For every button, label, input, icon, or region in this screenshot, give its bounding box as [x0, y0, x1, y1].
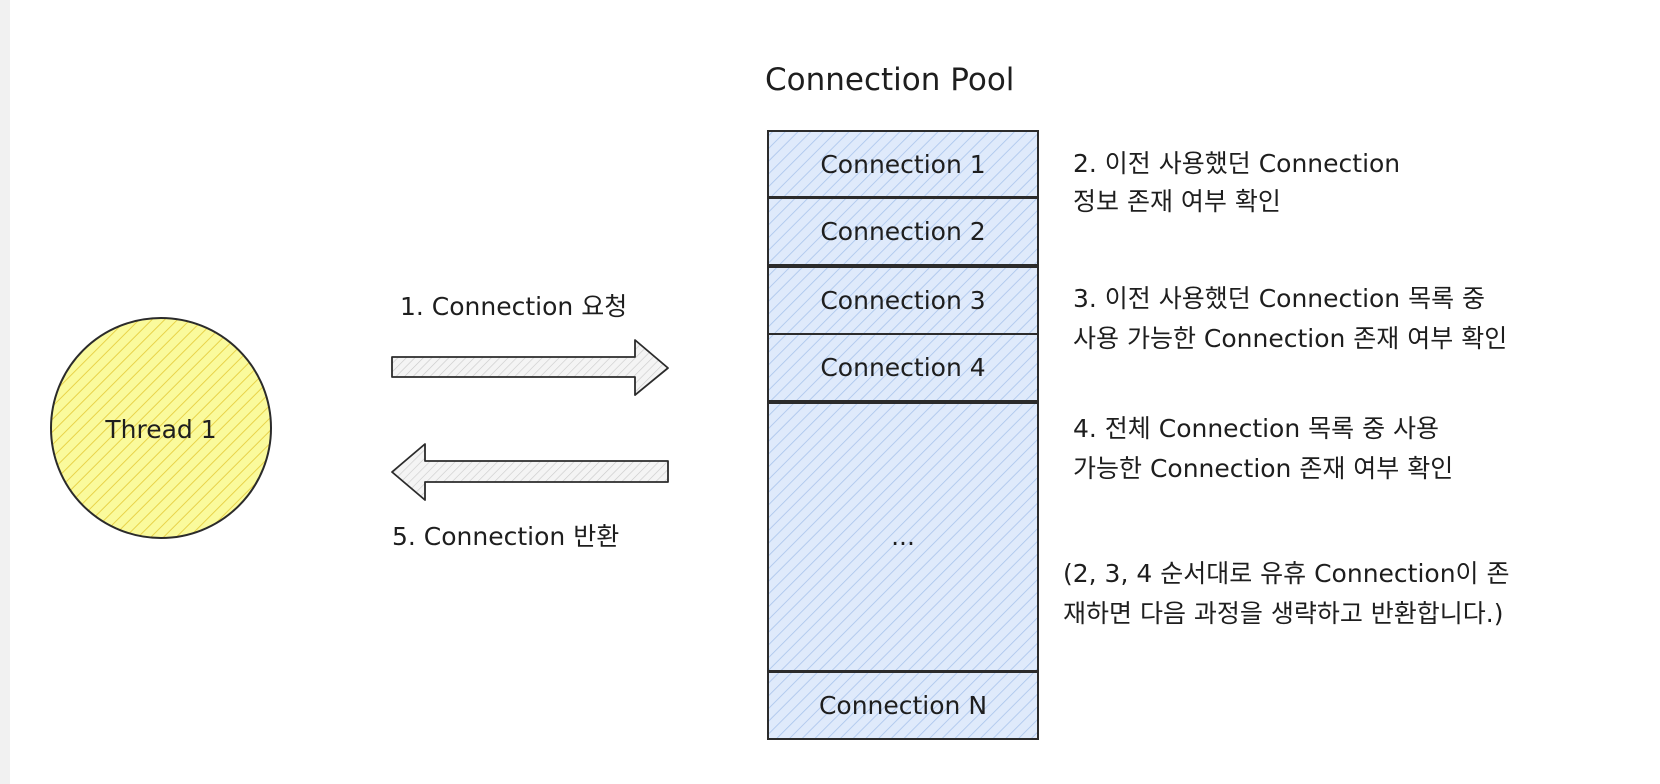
slot-label-3: Connection 3 — [820, 286, 986, 315]
note-step4-line1: 4. 전체 Connection 목록 중 사용 — [1073, 414, 1440, 443]
pool-slot-ellipsis — [767, 402, 1039, 672]
note-step3-line1: 3. 이전 사용했던 Connection 목록 중 — [1073, 284, 1486, 313]
request-arrow — [391, 339, 669, 396]
pool-slot-1 — [767, 130, 1039, 198]
left-margin-strip — [0, 0, 10, 784]
return-arrow — [391, 443, 669, 501]
request-label: 1. Connection 요청 — [400, 292, 628, 321]
pool-title: Connection Pool — [765, 62, 1015, 98]
note-step4-line2: 가능한 Connection 존재 여부 확인 — [1073, 454, 1454, 483]
return-label: 5. Connection 반환 — [392, 522, 620, 551]
note-step3-line2: 사용 가능한 Connection 존재 여부 확인 — [1073, 324, 1508, 353]
thread-label: Thread 1 — [105, 415, 217, 444]
pool-slot-2 — [767, 197, 1039, 266]
note-summary-line2: 재하면 다음 과정을 생략하고 반환합니다.) — [1063, 599, 1504, 628]
note-step2-line2: 정보 존재 여부 확인 — [1073, 187, 1281, 216]
slot-label-2: Connection 2 — [820, 217, 986, 246]
thread-node — [50, 317, 272, 539]
slot-label-4: Connection 4 — [820, 353, 986, 382]
slot-label-ellipsis: ... — [891, 522, 915, 551]
pool-slot-n — [767, 671, 1039, 740]
pool-slot-4 — [767, 333, 1039, 402]
note-step2-line1: 2. 이전 사용했던 Connection — [1073, 149, 1401, 178]
note-summary-line1: (2, 3, 4 순서대로 유휴 Connection이 존 — [1063, 559, 1510, 588]
slot-label-1: Connection 1 — [820, 150, 986, 179]
slot-label-n: Connection N — [818, 691, 988, 720]
pool-slot-3 — [767, 266, 1039, 335]
